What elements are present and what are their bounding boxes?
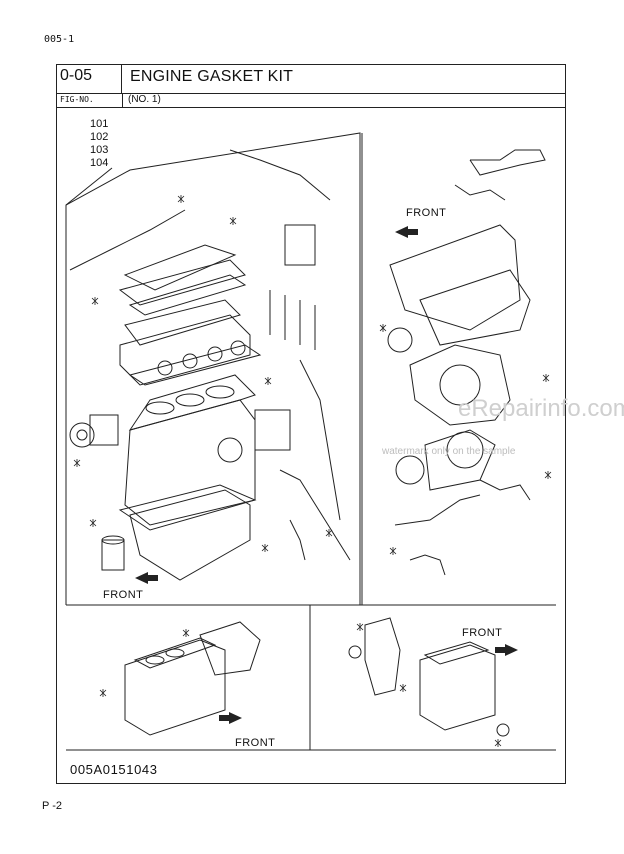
oil-pan <box>118 484 257 581</box>
arrow-icon <box>219 712 242 724</box>
front-label-bottom-left: FRONT <box>235 737 276 749</box>
oil-pipes-right <box>394 479 531 576</box>
pipes <box>69 149 351 561</box>
fig-no-label: FIG-NO. <box>60 95 94 104</box>
exhaust-manifold <box>389 224 531 346</box>
page-identifier: 005-1 <box>44 34 75 45</box>
reference-number: 102 <box>90 131 109 143</box>
watermark-brand: eRepairinfo.com <box>458 395 624 422</box>
main-panel-border <box>65 132 361 605</box>
thermostat-housing <box>217 224 316 463</box>
watermark-note: watermark only on the sample <box>382 446 516 457</box>
front-label-top-right: FRONT <box>406 207 447 219</box>
turbocharger <box>395 429 496 491</box>
oil-filter <box>101 535 125 571</box>
page-title: ENGINE GASKET KIT <box>130 68 294 85</box>
front-arrows <box>135 226 518 724</box>
reference-number: 101 <box>90 118 109 130</box>
front-label-bottom-right: FRONT <box>462 627 503 639</box>
cylinder-head <box>118 244 251 386</box>
arrow-icon <box>395 226 418 238</box>
reference-leader <box>65 167 113 206</box>
reference-number: 104 <box>90 157 109 169</box>
reference-number: 103 <box>90 144 109 156</box>
page-subtitle: (NO. 1) <box>128 94 161 105</box>
fig-number-cell: 0-05 <box>56 64 122 94</box>
subheader-row: FIG-NO. (NO. 1) <box>56 94 566 108</box>
head-gasket <box>128 340 262 386</box>
diagram-frame <box>56 64 566 784</box>
gasket-markers <box>73 195 552 747</box>
small-block-right <box>348 617 510 737</box>
small-block-left <box>124 621 261 736</box>
timing-gear-case <box>387 327 511 426</box>
reference-number-list: 101 102 103 104 <box>90 118 108 170</box>
front-label-main: FRONT <box>103 589 144 601</box>
top-pipe <box>454 149 546 201</box>
arrow-icon <box>495 644 518 656</box>
subheader-divider <box>122 94 123 108</box>
arrow-icon <box>135 572 158 584</box>
title-cell: ENGINE GASKET KIT <box>122 64 566 94</box>
water-pump <box>69 414 119 448</box>
fig-number: 0-05 <box>60 67 93 84</box>
head-bolts <box>269 290 316 350</box>
page-number: P -2 <box>42 800 62 812</box>
engine-block <box>124 374 256 526</box>
diagram-code: 005A0151043 <box>70 762 158 777</box>
